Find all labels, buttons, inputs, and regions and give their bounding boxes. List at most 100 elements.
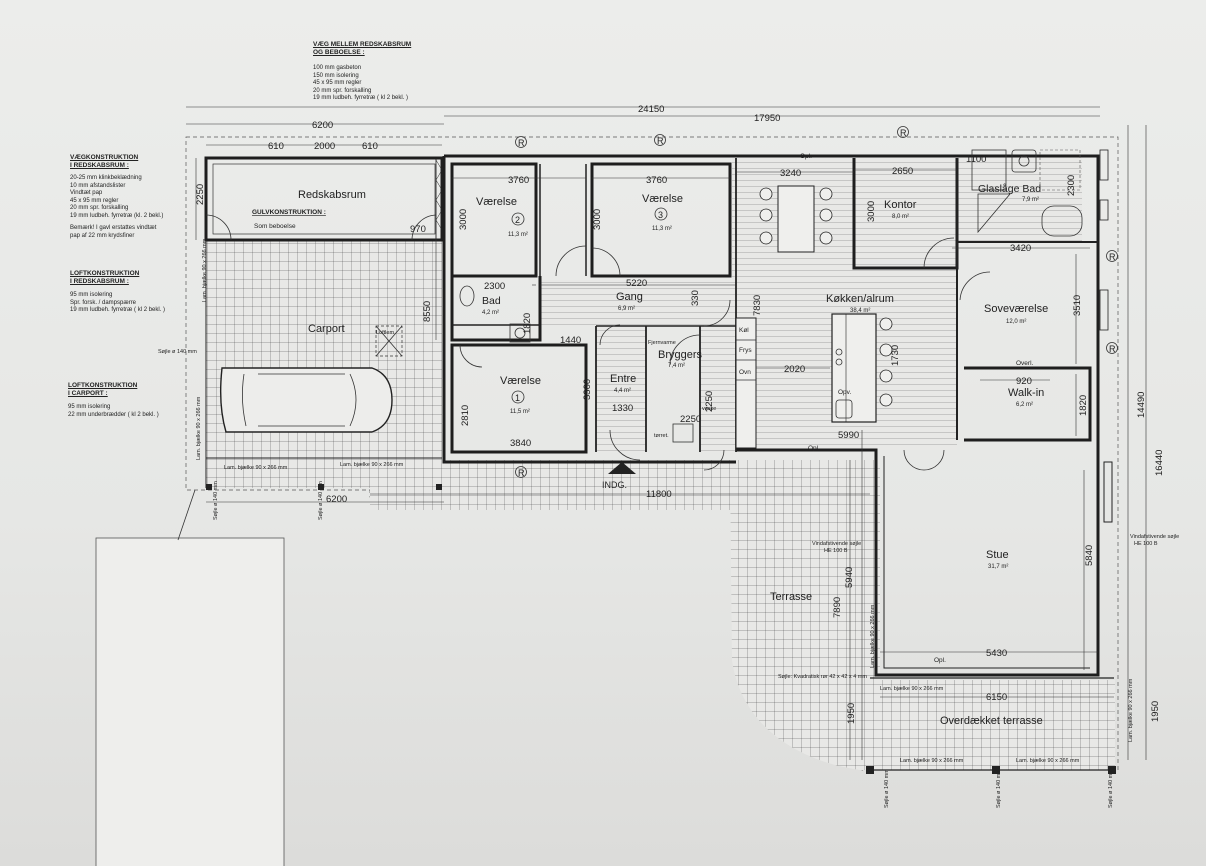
- room-bryggers: Bryggers: [658, 349, 703, 361]
- wall-spec-line: 45 x 95 mm regler: [313, 80, 362, 87]
- svg-text:R: R: [518, 468, 525, 478]
- dim-610: 610: [362, 141, 378, 152]
- dim-3760: 3760: [646, 175, 667, 186]
- room-carport: Carport: [308, 323, 345, 335]
- svg-text:R: R: [657, 136, 664, 146]
- note-line: Spr. forsk. / dampspærre: [70, 299, 137, 306]
- room-stue: Stue: [986, 549, 1009, 561]
- dim-2000: 2000: [314, 141, 335, 152]
- beam-label: Lam. bjælke 90 x 266 mm: [202, 238, 208, 302]
- svg-text:R: R: [518, 138, 525, 148]
- room-entre: Entre: [610, 373, 636, 385]
- opl-label: Opl.: [808, 445, 820, 452]
- overl-label: Overl.: [1016, 360, 1034, 367]
- dim-3840: 3840: [510, 438, 531, 449]
- room-bad: Glaslåge Bad: [978, 183, 1041, 195]
- radiator-markers: R R R R R R: [515, 126, 1118, 478]
- dim-1100: 1100: [966, 154, 986, 165]
- dim-5990: 5990: [838, 430, 859, 441]
- dim-6150: 6150: [986, 692, 1007, 703]
- room-kokken: Køkken/alrum: [826, 293, 894, 305]
- dim-1730: 1730: [890, 345, 901, 366]
- wall-spec-title-2: OG BEBOELSE :: [313, 49, 365, 57]
- dim-1820: 1820: [522, 313, 533, 334]
- room-area: 4,4 m²: [614, 388, 631, 394]
- dim-5220: 5220: [626, 278, 647, 289]
- room-gang: Gang: [616, 291, 643, 303]
- floor-construction-value: Som beboelse: [254, 223, 296, 230]
- note-line: Bemærk! I gavl erstattes vindtæt: [70, 225, 157, 232]
- column-label: Søjle ø 140 mm: [996, 769, 1002, 808]
- room-labels: Redskabsrum GULVKONSTRUKTION : Som beboe…: [252, 153, 1048, 727]
- dim-11800: 11800: [646, 489, 672, 500]
- room-terrasse: Terrasse: [770, 591, 812, 603]
- note-line: 22 mm underbrædder ( kl 2 bekl. ): [68, 411, 159, 418]
- room-vaerelse-1: Værelse: [500, 375, 541, 387]
- dim-6200: 6200: [312, 120, 333, 131]
- dim-7830: 7830: [752, 295, 763, 316]
- room-vaerelse-3: Værelse: [642, 193, 683, 205]
- covered-terrace-tiles: [870, 680, 1115, 770]
- room-kontor: Kontor: [884, 199, 917, 211]
- note-line: 20 mm spr. forskalling: [70, 205, 129, 212]
- dim-2250: 2250: [680, 414, 701, 425]
- dim-3000: 3000: [458, 209, 469, 230]
- dim-3760: 3760: [508, 175, 529, 186]
- dimension-labels: 24150 17950 6200 610 2000 610 3760 3760 …: [195, 104, 1165, 724]
- washer-label: vaske: [702, 406, 716, 412]
- wind-column-label: Vindafstivende søjle: [812, 541, 861, 547]
- beam-label: Lam. bjælke 90 x 266 mm: [224, 465, 288, 471]
- room-area: 38,4 m²: [850, 308, 870, 314]
- dim-610: 610: [268, 141, 284, 152]
- room-walk-in: Walk-in: [1008, 387, 1044, 399]
- dim-24150: 24150: [638, 104, 664, 115]
- roof-carport-note: LOFTKONSTRUKTION I CARPORT : 95 mm isole…: [68, 382, 188, 419]
- dim-3000: 3000: [866, 201, 877, 222]
- carport-floor: [206, 240, 442, 488]
- column-label: Søjle ø 140 mm: [158, 349, 197, 355]
- room-area: 11,3 m²: [652, 226, 672, 232]
- dim-2650: 2650: [892, 166, 913, 177]
- dim-1950: 1950: [1150, 701, 1161, 722]
- fridge-label: Køl: [739, 327, 749, 334]
- terrace-tiles: [730, 460, 880, 770]
- column-label: Søjle ø 140 mm: [884, 769, 890, 808]
- beam-label: Lam. bjælke 90 x 266 mm: [340, 462, 404, 468]
- dimension-lines: [186, 106, 1147, 760]
- dim-2020: 2020: [784, 364, 805, 375]
- note-line: 45 x 95 mm regler: [70, 197, 119, 204]
- beam-label: Lam. bjælke 90 x 266 mm: [1016, 758, 1080, 764]
- dim-1330: 1330: [612, 403, 633, 414]
- room-area: 4,2 m²: [482, 310, 499, 316]
- wall-spec-note: VÆG MELLEM REDSKABSRUM OG BEBOELSE : 100…: [313, 41, 443, 103]
- car-icon: [219, 367, 393, 433]
- note-line: pap af 22 mm krydsfiner: [70, 232, 135, 239]
- wall-spec-line: 19 mm ludbeh. fyrretræ ( kl 2 bekl. ): [313, 95, 409, 102]
- room-overdaekket-terrasse: Overdækket terrasse: [940, 715, 1043, 727]
- note-line: 95 mm isolering: [70, 292, 113, 299]
- room-area: 7,9 m²: [1022, 197, 1039, 203]
- roof-storage-note: LOFTKONSTRUKTION I REDSKABSRUM : 95 mm i…: [70, 270, 190, 315]
- dim-5940: 5940: [844, 567, 855, 588]
- dim-17950: 17950: [754, 113, 780, 124]
- dim-2810: 2810: [460, 405, 471, 426]
- dim-3240: 3240: [780, 168, 801, 179]
- beam-label: Lam. bjælke 90 x 266 mm: [900, 758, 964, 764]
- note-subtitle: I REDSKABSRUM :: [70, 162, 129, 170]
- loft-hatch-label: Loftlem: [376, 330, 394, 336]
- dim-2250: 2250: [195, 184, 206, 205]
- dim-6200: 6200: [326, 494, 347, 505]
- room-number: 2: [515, 215, 520, 225]
- wind-column-label: HE 100 B: [824, 548, 848, 554]
- room-sovevaerelse: Soveværelse: [984, 303, 1048, 315]
- svg-text:R: R: [900, 128, 907, 138]
- room-vaerelse-2: Værelse: [476, 196, 517, 208]
- district-heating-label: Fjernvarme: [648, 340, 676, 346]
- note-line: Vindtæt pap: [70, 190, 103, 197]
- wall-spec-line: 100 mm gasbeton: [313, 65, 362, 72]
- note-subtitle: I REDSKABSRUM :: [70, 278, 129, 286]
- blank-box: [95, 537, 285, 866]
- dim-5840: 5840: [1084, 545, 1095, 566]
- oven-label: Ovn: [739, 369, 751, 376]
